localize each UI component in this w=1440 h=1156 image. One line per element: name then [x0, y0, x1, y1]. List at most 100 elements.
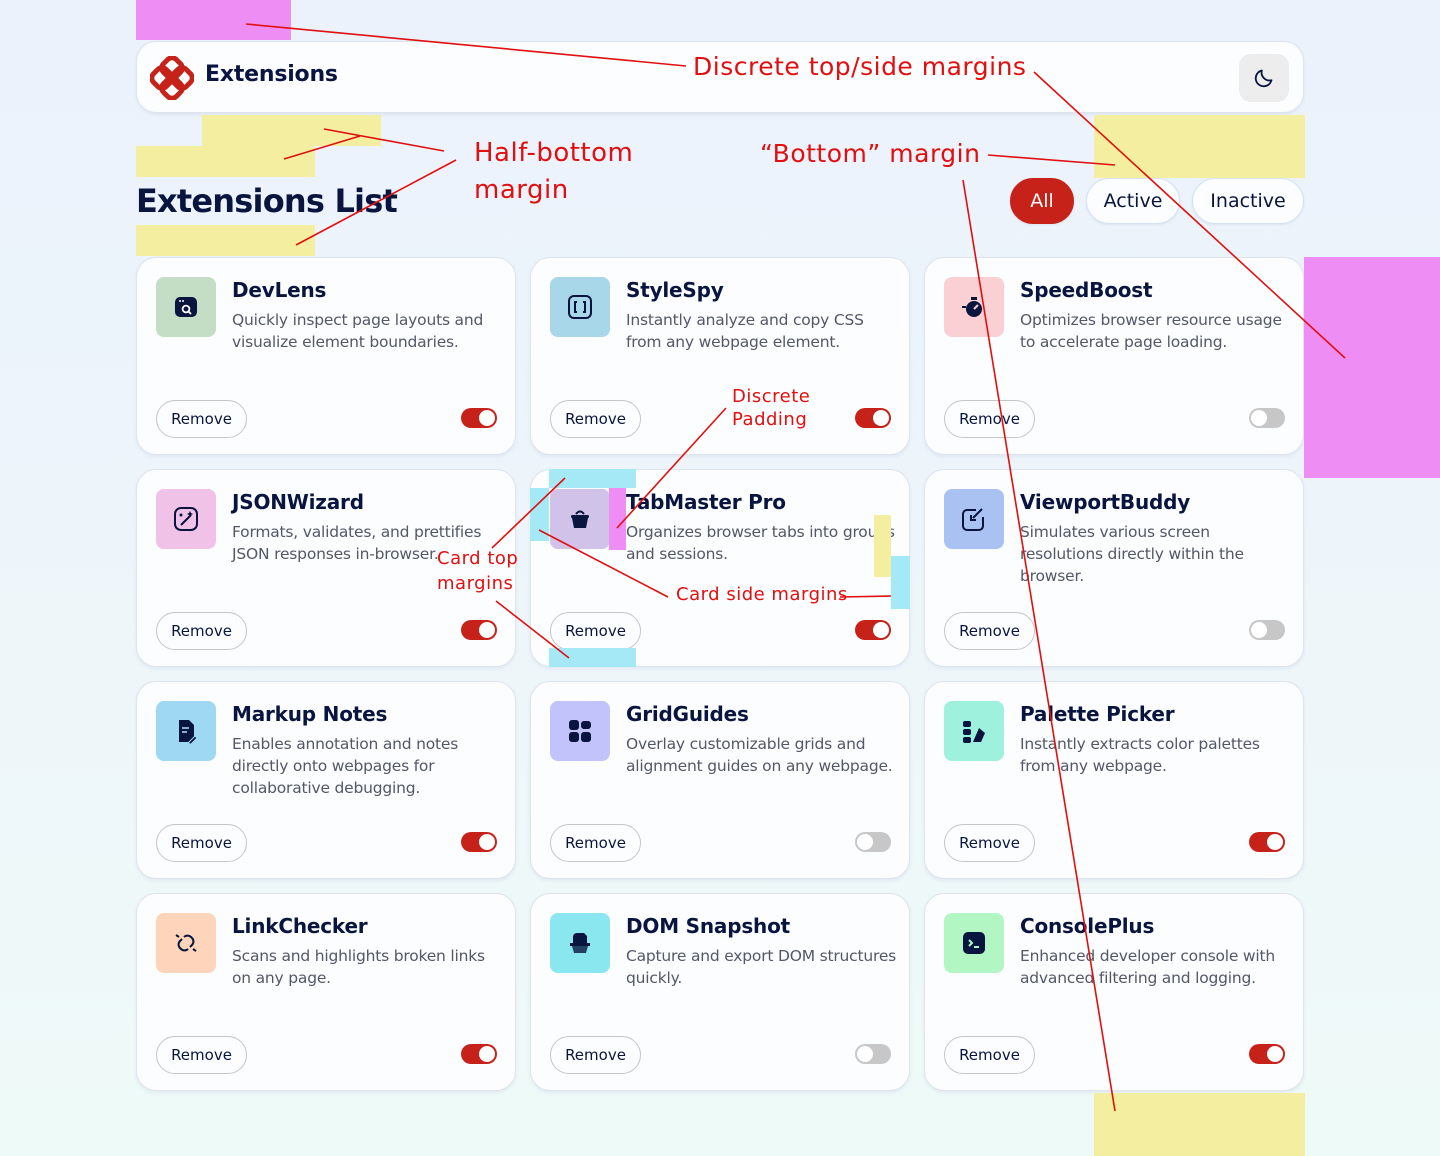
annotation-label: Padding	[732, 409, 808, 430]
extensions-logo-icon	[150, 56, 194, 100]
extension-name: ViewportBuddy	[1020, 490, 1191, 514]
extension-toggle[interactable]	[461, 1044, 497, 1064]
extension-icon-tile	[944, 701, 1004, 761]
code-brackets-icon	[568, 295, 592, 319]
extension-toggle[interactable]	[855, 832, 891, 852]
extension-toggle[interactable]	[461, 620, 497, 640]
annotation-highlight	[1304, 257, 1440, 478]
extension-description: Optimizes browser resource usage to acce…	[1020, 311, 1282, 351]
extension-toggle[interactable]	[1249, 408, 1285, 428]
annotation-label: “Bottom” margin	[760, 139, 981, 168]
extension-name: LinkChecker	[232, 914, 368, 938]
extension-toggle[interactable]	[1249, 620, 1285, 640]
extension-toggle[interactable]	[855, 1044, 891, 1064]
extension-name: DOM Snapshot	[626, 914, 790, 938]
extension-toggle[interactable]	[1249, 1044, 1285, 1064]
stopwatch-icon	[962, 297, 982, 317]
extension-name: Markup Notes	[232, 702, 388, 726]
extension-name: ConsolePlus	[1020, 914, 1155, 938]
toggle-knob	[479, 1046, 495, 1062]
extension-description: Overlay customizable grids and alignment…	[626, 735, 893, 775]
annotation-highlight	[136, 0, 291, 40]
toggle-knob	[1251, 410, 1267, 426]
extension-icon-tile	[156, 277, 216, 337]
extension-name: GridGuides	[626, 702, 749, 726]
theme-toggle-button[interactable]	[1239, 54, 1289, 102]
grid-icon	[569, 720, 591, 742]
palette-icon	[963, 721, 985, 743]
basket-icon	[571, 510, 589, 528]
filter-active-button[interactable]: Active	[1086, 178, 1180, 224]
extension-icon-tile	[156, 913, 216, 973]
extension-icon-tile	[550, 277, 610, 337]
extension-name: SpeedBoost	[1020, 278, 1153, 302]
toggle-knob	[479, 410, 495, 426]
annotation-highlight	[874, 515, 891, 577]
annotation-highlight	[1094, 1093, 1305, 1156]
filter-inactive-button[interactable]: Inactive	[1192, 178, 1304, 224]
remove-button[interactable]: Remove	[156, 612, 247, 650]
extension-icon-tile	[156, 489, 216, 549]
annotation-highlight	[530, 488, 549, 541]
magic-wand-icon	[174, 507, 198, 531]
annotation-highlight	[136, 225, 315, 256]
extension-toggle[interactable]	[855, 620, 891, 640]
annotation-highlight	[549, 648, 636, 667]
annotation-highlight	[136, 146, 315, 177]
extension-name: Palette Picker	[1020, 702, 1175, 726]
annotation-label: Card side margins	[676, 584, 848, 605]
extension-icon-tile	[156, 701, 216, 761]
toggle-knob	[873, 622, 889, 638]
brand-name: Extensions	[205, 62, 338, 87]
extension-toggle[interactable]	[1249, 832, 1285, 852]
remove-button[interactable]: Remove	[944, 612, 1035, 650]
note-edit-icon	[179, 720, 198, 745]
toggle-knob	[479, 834, 495, 850]
remove-button[interactable]: Remove	[156, 400, 247, 438]
annotation-highlight	[891, 556, 910, 609]
annotation-label: margins	[437, 573, 514, 594]
remove-button[interactable]: Remove	[944, 1036, 1035, 1074]
extension-description: Enhanced developer console with advanced…	[1020, 947, 1275, 987]
extension-icon-tile	[944, 489, 1004, 549]
annotation-label: margin	[474, 175, 569, 205]
annotation-label: Discrete	[732, 386, 811, 407]
remove-button[interactable]: Remove	[156, 1036, 247, 1074]
annotation-highlight	[202, 115, 381, 146]
remove-button[interactable]: Remove	[944, 400, 1035, 438]
extension-toggle[interactable]	[461, 408, 497, 428]
extension-description: Formats, validates, and prettifies JSON …	[232, 523, 482, 563]
extension-icon-tile	[550, 913, 610, 973]
extension-description: Enables annotation and notes directly on…	[232, 735, 459, 797]
extension-description: Scans and highlights broken links on any…	[232, 947, 485, 987]
extension-icon-tile	[944, 913, 1004, 973]
filter-all-button[interactable]: All	[1010, 178, 1074, 224]
remove-button[interactable]: Remove	[550, 1036, 641, 1074]
toggle-knob	[479, 622, 495, 638]
remove-button[interactable]: Remove	[156, 824, 247, 862]
extension-description: Instantly extracts color palettes from a…	[1020, 735, 1260, 775]
remove-button[interactable]: Remove	[550, 824, 641, 862]
toggle-knob	[1251, 622, 1267, 638]
browser-search-icon	[175, 297, 197, 317]
extension-toggle[interactable]	[855, 408, 891, 428]
remove-button[interactable]: Remove	[944, 824, 1035, 862]
remove-button[interactable]: Remove	[550, 400, 641, 438]
toggle-knob	[1267, 834, 1283, 850]
remove-button[interactable]: Remove	[550, 612, 641, 650]
extension-description: Instantly analyze and copy CSS from any …	[626, 311, 864, 351]
extension-toggle[interactable]	[461, 832, 497, 852]
snapshot-icon	[570, 933, 590, 953]
extension-name: JSONWizard	[232, 490, 364, 514]
extension-description: Capture and export DOM structures quickl…	[626, 947, 897, 987]
annotation-label: Card top	[437, 548, 519, 569]
